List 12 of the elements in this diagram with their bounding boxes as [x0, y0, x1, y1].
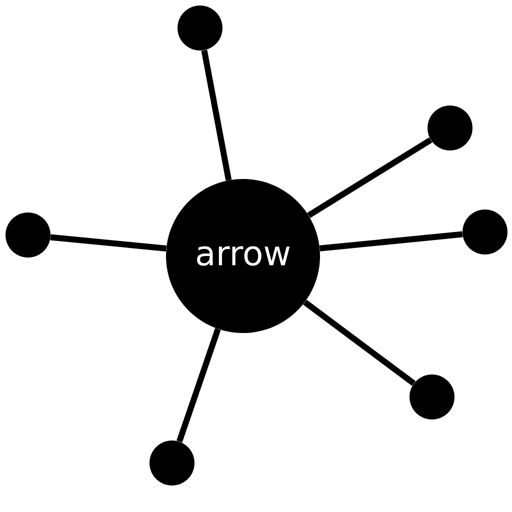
dot [6, 212, 50, 258]
dot [150, 440, 194, 486]
connector-line [307, 137, 432, 218]
connector-line [320, 231, 463, 252]
dot [410, 374, 454, 420]
dot [462, 210, 508, 254]
connector-line [303, 300, 416, 386]
connector-line [176, 328, 221, 442]
dot [428, 106, 472, 150]
connector-line [201, 50, 232, 181]
dot [178, 6, 222, 50]
connector-line [50, 234, 166, 252]
